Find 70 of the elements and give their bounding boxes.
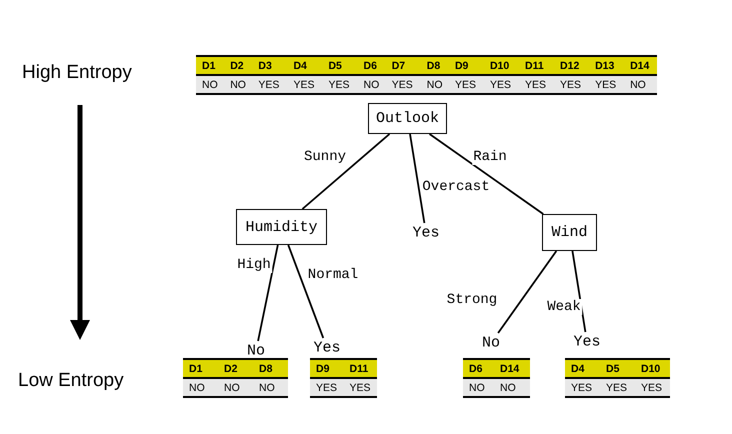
data-cell: YES bbox=[344, 378, 377, 397]
header-cell: D6 bbox=[463, 359, 494, 378]
data-cell: YES bbox=[554, 75, 590, 94]
edge-label: Sunny bbox=[303, 149, 347, 165]
data-cell: YES bbox=[600, 378, 635, 397]
header-cell: D1 bbox=[183, 359, 218, 378]
header-cell: D6 bbox=[358, 56, 386, 75]
edge-label: Weak bbox=[546, 299, 582, 315]
header-cell: D4 bbox=[565, 359, 600, 378]
tree-branch bbox=[497, 250, 558, 334]
data-cell: NO bbox=[224, 75, 252, 94]
data-cell: YES bbox=[589, 75, 624, 94]
header-cell: D9 bbox=[310, 359, 344, 378]
leaf-label: No bbox=[247, 342, 265, 360]
data-cell: YES bbox=[252, 75, 288, 94]
data-cell: NO bbox=[196, 75, 224, 94]
header-cell: D9 bbox=[448, 56, 484, 75]
data-cell: YES bbox=[322, 75, 358, 94]
header-cell: D7 bbox=[386, 56, 421, 75]
tree-branch bbox=[257, 244, 279, 342]
axis-label: High Entropy bbox=[22, 62, 132, 84]
leaf-label: Yes bbox=[574, 334, 600, 350]
tree-branch bbox=[409, 134, 426, 224]
data-cell: YES bbox=[484, 75, 519, 94]
header-cell: D2 bbox=[224, 56, 252, 75]
header-cell: D14 bbox=[624, 56, 657, 75]
data-cell: NO bbox=[183, 378, 218, 397]
header-cell: D10 bbox=[635, 359, 670, 378]
header-cell: D12 bbox=[554, 56, 590, 75]
data-cell: YES bbox=[386, 75, 421, 94]
header-cell: D5 bbox=[600, 359, 635, 378]
axis-label: Low Entropy bbox=[18, 370, 124, 392]
header-cell: D3 bbox=[252, 56, 288, 75]
data-cell: YES bbox=[635, 378, 670, 397]
data-cell: YES bbox=[565, 378, 600, 397]
tree-branch bbox=[572, 250, 586, 332]
leaf-label: Yes bbox=[412, 224, 440, 242]
data-cell: YES bbox=[519, 75, 554, 94]
header-cell: D14 bbox=[494, 359, 530, 378]
tree-branch bbox=[302, 133, 390, 210]
decision-box: Wind bbox=[542, 214, 597, 251]
tree-branch bbox=[429, 133, 544, 215]
data-cell: NO bbox=[494, 378, 530, 397]
header-cell: D1 bbox=[196, 56, 224, 75]
header-cell: D11 bbox=[344, 359, 377, 378]
header-cell: D8 bbox=[253, 359, 288, 378]
data-cell: NO bbox=[358, 75, 386, 94]
data-cell: YES bbox=[287, 75, 322, 94]
header-cell: D13 bbox=[589, 56, 624, 75]
decision-box: Humidity bbox=[236, 209, 327, 245]
data-cell: YES bbox=[310, 378, 344, 397]
header-cell: D2 bbox=[218, 359, 253, 378]
edge-label: Strong bbox=[446, 292, 498, 308]
edge-label: High bbox=[236, 257, 272, 273]
data-cell: NO bbox=[420, 75, 449, 94]
data-cell: NO bbox=[253, 378, 288, 397]
decision-box: Outlook bbox=[368, 103, 447, 134]
data-cell: NO bbox=[218, 378, 253, 397]
header-cell: D4 bbox=[287, 56, 322, 75]
leaf-label: Yes bbox=[314, 340, 340, 356]
tree-branch bbox=[287, 244, 324, 338]
data-cell: NO bbox=[463, 378, 494, 397]
header-cell: D11 bbox=[519, 56, 554, 75]
data-cell: NO bbox=[624, 75, 657, 94]
header-cell: D10 bbox=[484, 56, 519, 75]
header-cell: D5 bbox=[322, 56, 358, 75]
data-cell: YES bbox=[448, 75, 484, 94]
edge-label: Rain bbox=[472, 149, 508, 165]
leaf-label: No bbox=[482, 334, 500, 352]
header-cell: D8 bbox=[420, 56, 449, 75]
